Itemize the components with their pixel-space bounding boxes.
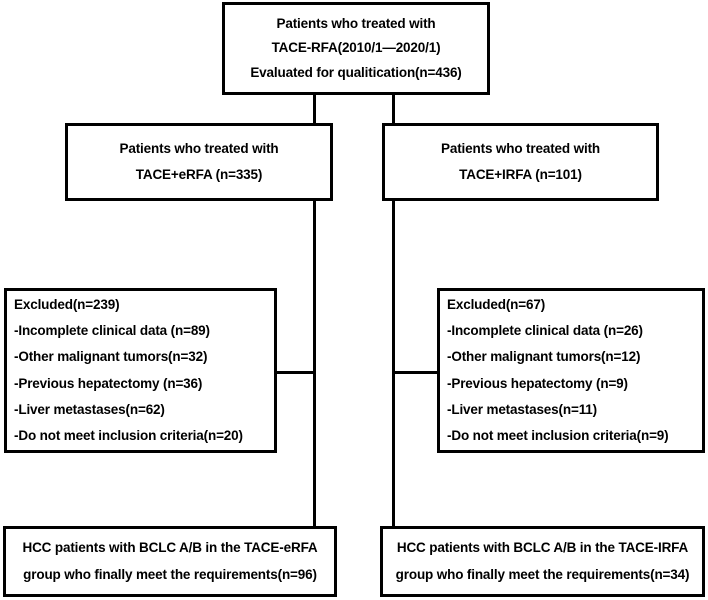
node-enrollment-root: Patients who treated with TACE-RFA(2010/… bbox=[222, 2, 490, 95]
excluded-irfa-line-2: -Incomplete clinical data (n=26) bbox=[447, 323, 643, 339]
connector-root-to-erfa bbox=[313, 93, 316, 126]
excluded-erfa-line-2: -Incomplete clinical data (n=89) bbox=[14, 323, 210, 339]
node-tace-erfa-group: Patients who treated with TACE+eRFA (n=3… bbox=[65, 123, 333, 201]
excluded-irfa-line-3: -Other malignant tumors(n=12) bbox=[447, 349, 641, 365]
final-erfa-line-1: HCC patients with BCLC A/B in the TACE-e… bbox=[22, 540, 318, 556]
connector-irfa-spine bbox=[392, 198, 395, 529]
final-irfa-line-2: group who finally meet the requirements(… bbox=[395, 566, 690, 582]
connector-erfa-spine bbox=[313, 198, 316, 529]
node-final-irfa-cohort: HCC patients with BCLC A/B in the TACE-I… bbox=[380, 526, 705, 597]
excluded-irfa-line-6: -Do not meet inclusion criteria(n=9) bbox=[447, 427, 669, 443]
excluded-erfa-line-4: -Previous hepatectomy (n=36) bbox=[14, 375, 203, 391]
node-irfa-line-2: TACE+IRFA (n=101) bbox=[459, 167, 582, 182]
node-irfa-line-1: Patients who treated with bbox=[440, 140, 601, 156]
node-final-erfa-cohort: HCC patients with BCLC A/B in the TACE-e… bbox=[3, 526, 337, 597]
excluded-irfa-line-1: Excluded(n=67) bbox=[447, 296, 546, 312]
node-root-line-1: Patients who treated with bbox=[276, 16, 436, 32]
node-excluded-irfa: Excluded(n=67) -Incomplete clinical data… bbox=[437, 288, 705, 453]
excluded-erfa-line-3: -Other malignant tumors(n=32) bbox=[14, 349, 208, 365]
excluded-erfa-line-5: -Liver metastases(n=62) bbox=[14, 401, 165, 417]
excluded-irfa-line-5: -Liver metastases(n=11) bbox=[447, 401, 598, 417]
connector-excluded-irfa-stub bbox=[392, 371, 440, 374]
connector-root-to-irfa bbox=[392, 93, 395, 126]
excluded-erfa-line-1: Excluded(n=239) bbox=[14, 296, 120, 312]
node-root-line-2: TACE-RFA(2010/1—2020/1) bbox=[271, 40, 441, 56]
node-excluded-erfa: Excluded(n=239) -Incomplete clinical dat… bbox=[4, 288, 277, 453]
connector-excluded-erfa-stub bbox=[274, 371, 316, 374]
final-erfa-line-2: group who finally meet the requirements(… bbox=[23, 566, 317, 582]
final-irfa-line-1: HCC patients with BCLC A/B in the TACE-I… bbox=[396, 540, 689, 556]
node-erfa-line-1: Patients who treated with bbox=[119, 140, 279, 156]
node-erfa-line-2: TACE+eRFA (n=335) bbox=[135, 167, 263, 182]
excluded-erfa-line-6: -Do not meet inclusion criteria(n=20) bbox=[14, 427, 243, 443]
node-root-line-3: Evaluated for qualitication(n=436) bbox=[250, 64, 462, 80]
excluded-irfa-line-4: -Previous hepatectomy (n=9) bbox=[447, 375, 628, 391]
node-tace-irfa-group: Patients who treated with TACE+IRFA (n=1… bbox=[382, 123, 659, 201]
